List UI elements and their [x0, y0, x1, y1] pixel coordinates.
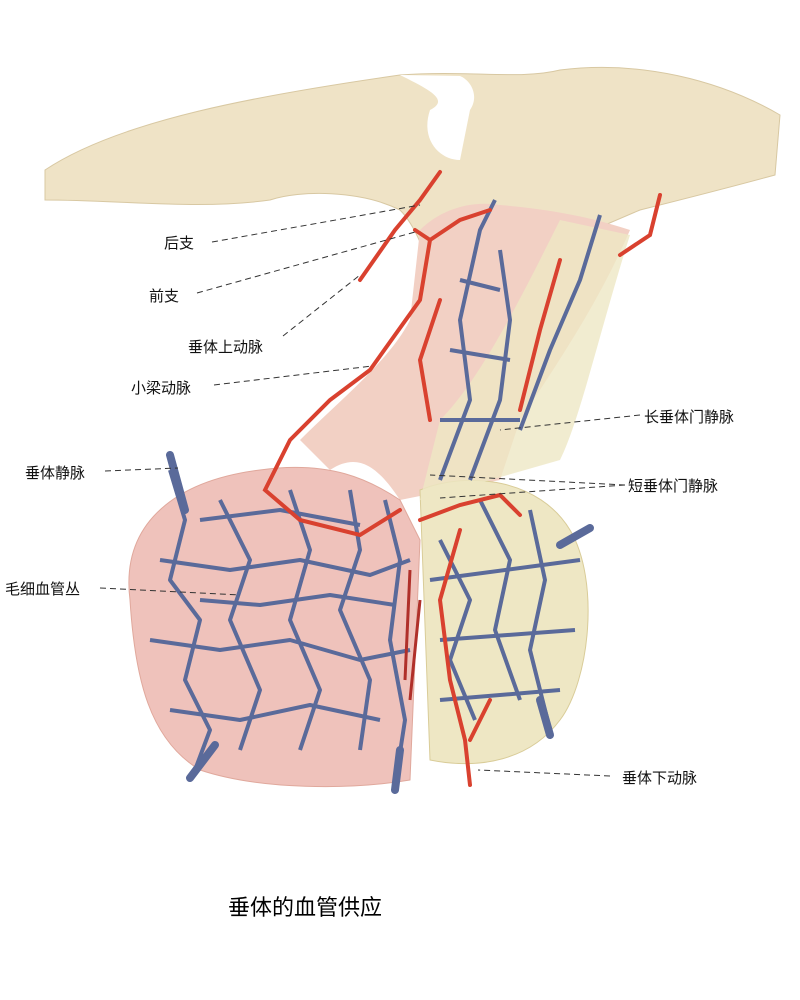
leader-lines [99, 204, 641, 777]
capillary-plexus-veins [149, 199, 602, 786]
label-posterior-branch: 后支 [164, 234, 195, 252]
vein-stubs [166, 451, 594, 794]
label-capillary-plexus: 毛细血管丛 [5, 580, 81, 598]
label-short-portal-veins: 短垂体门静脉 [628, 477, 719, 495]
label-inferior-hypophyseal-artery: 垂体下动脉 [622, 769, 698, 787]
figure-title: 垂体的血管供应 [228, 896, 383, 921]
label-trabecular-artery: 小梁动脉 [131, 379, 192, 397]
anterior-lobe [128, 466, 421, 788]
arteries [262, 170, 662, 787]
posterior-lobe [419, 479, 589, 765]
label-anterior-branch: 前支 [149, 287, 180, 305]
label-hypophyseal-vein: 垂体静脉 [25, 464, 86, 482]
hypothalamus [44, 66, 781, 301]
label-long-portal-veins: 长垂体门静脉 [644, 408, 735, 426]
label-superior-hypophyseal-artery: 垂体上动脉 [188, 338, 264, 356]
